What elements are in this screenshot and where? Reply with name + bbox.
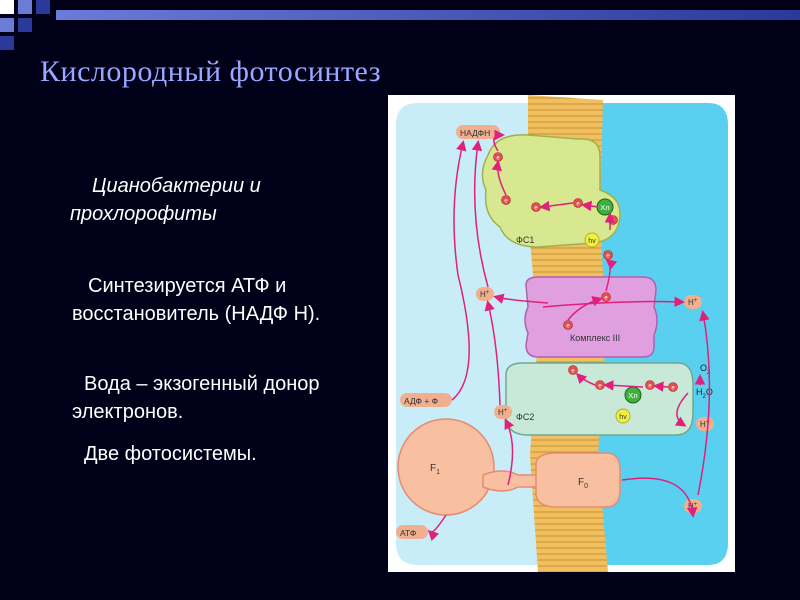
svg-text:e: e bbox=[566, 324, 570, 330]
svg-text:e: e bbox=[504, 199, 508, 205]
svg-text:hv: hv bbox=[619, 414, 627, 421]
svg-text:H+: H+ bbox=[498, 408, 508, 417]
svg-text:hv: hv bbox=[588, 238, 596, 245]
photosynthesis-diagram: F1 F0 ФС1 Комплекс III ФС2 НАДФН АДФ + Ф… bbox=[388, 95, 735, 572]
svg-text:e: e bbox=[598, 384, 602, 390]
svg-text:Хл: Хл bbox=[600, 203, 609, 212]
flow-arrows bbox=[427, 129, 711, 542]
light-ps2 bbox=[615, 408, 631, 424]
proton-labels bbox=[476, 287, 714, 513]
svg-text:e: e bbox=[648, 384, 652, 390]
svg-text:F0: F0 bbox=[578, 477, 588, 490]
svg-text:Хл: Хл bbox=[628, 391, 637, 400]
slide-title: Кислородный фотосинтез bbox=[40, 55, 382, 88]
svg-text:H+: H+ bbox=[688, 298, 698, 307]
photosystem-2 bbox=[505, 362, 694, 436]
f0-subunit bbox=[535, 452, 621, 508]
paragraph-atp: Синтезируется АТФ и восстановитель (НАДФ… bbox=[72, 275, 321, 325]
paragraph-water: Вода – экзогенный донор электронов. bbox=[72, 373, 320, 423]
svg-text:e: e bbox=[496, 156, 500, 162]
top-bar bbox=[56, 10, 800, 20]
svg-text:e: e bbox=[604, 296, 608, 302]
atp-label-pill bbox=[396, 525, 428, 539]
paragraph-photosystems: Две фотосистемы. bbox=[84, 443, 257, 465]
photosystem-1 bbox=[481, 134, 621, 248]
svg-text:e: e bbox=[576, 202, 580, 208]
svg-text:H+: H+ bbox=[480, 290, 490, 299]
svg-text:Комплекс III: Комплекс III bbox=[570, 333, 620, 343]
light-ps1 bbox=[584, 232, 600, 248]
f1-subunit bbox=[397, 418, 495, 516]
complex-3 bbox=[524, 276, 658, 358]
svg-text:e: e bbox=[571, 369, 575, 375]
svg-text:АТФ: АТФ bbox=[400, 528, 416, 538]
svg-text:НАДФН: НАДФН bbox=[460, 128, 490, 138]
svg-text:АДФ + Ф: АДФ + Ф bbox=[404, 396, 438, 406]
slide-subtitle: Цианобактерии и прохлорофиты bbox=[70, 175, 261, 225]
nadph-label-pill bbox=[456, 125, 500, 139]
svg-text:F1: F1 bbox=[430, 463, 440, 476]
svg-text:ФС2: ФС2 bbox=[516, 412, 534, 422]
svg-text:ФС1: ФС1 bbox=[516, 235, 534, 245]
adp-label-pill bbox=[400, 393, 452, 407]
svg-text:e: e bbox=[606, 254, 610, 260]
svg-text:e: e bbox=[534, 206, 538, 212]
lumen-region bbox=[593, 103, 728, 565]
svg-text:e: e bbox=[671, 386, 675, 392]
